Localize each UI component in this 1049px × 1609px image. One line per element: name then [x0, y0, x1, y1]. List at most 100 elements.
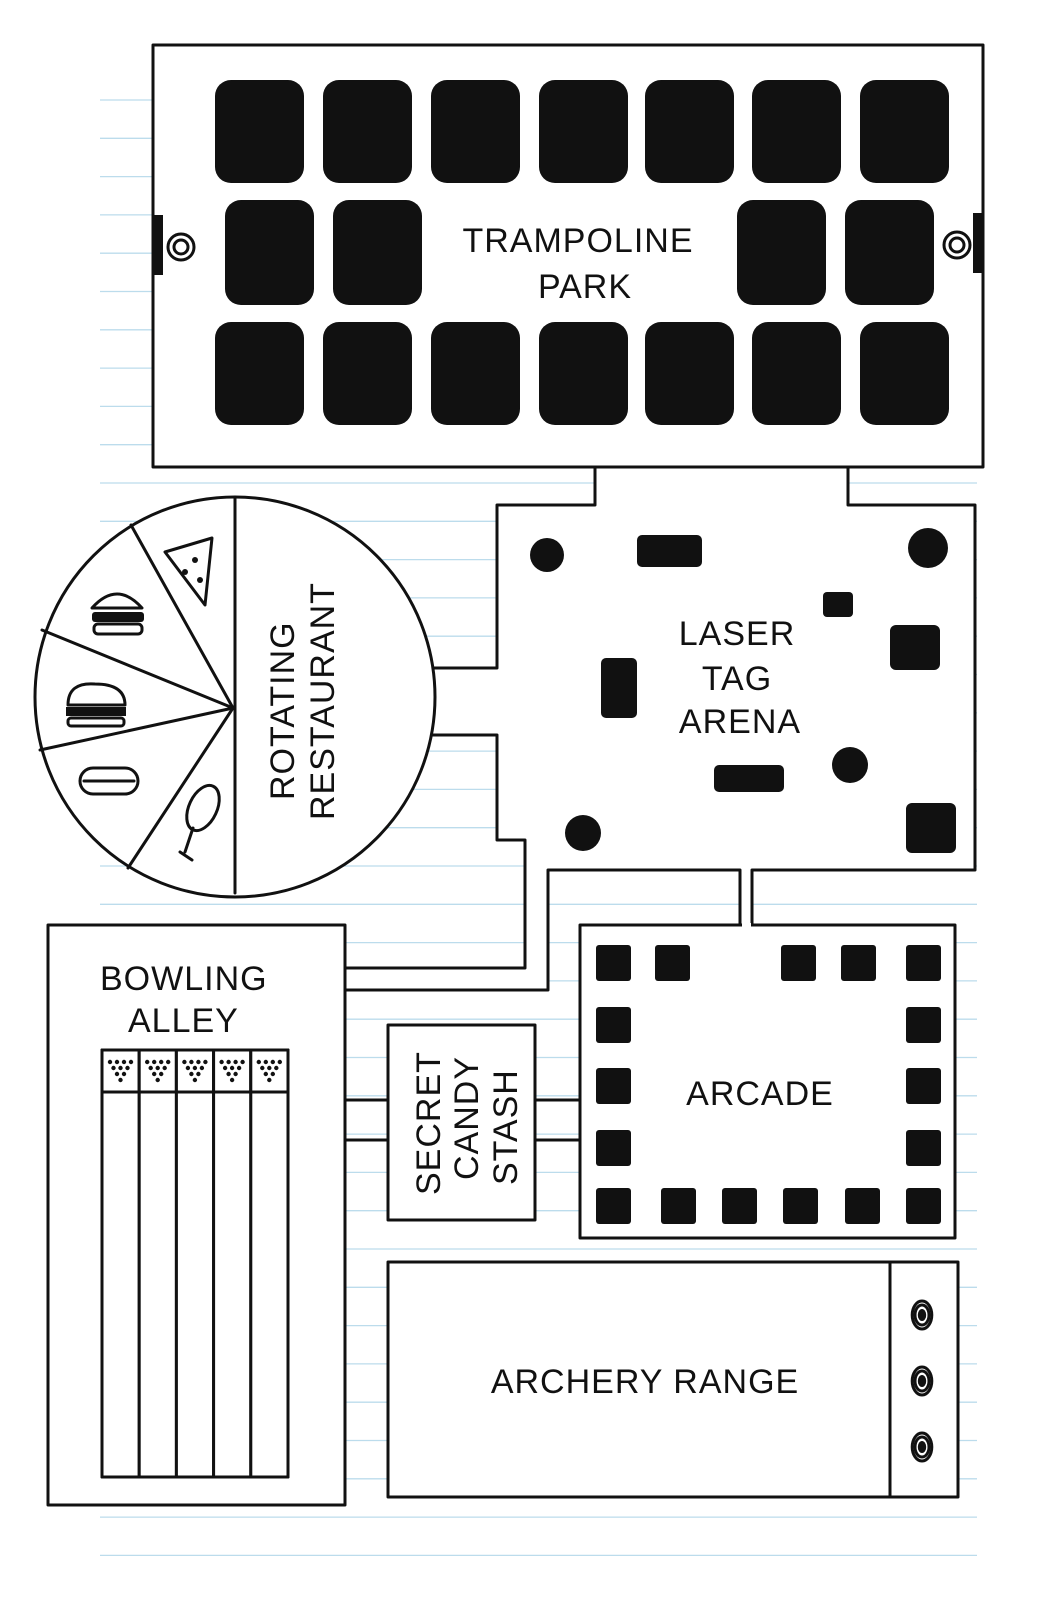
secret-candy-stash[interactable]: [386, 1023, 537, 1222]
arcade-machine: [596, 1130, 631, 1166]
arcade-machine: [655, 945, 690, 981]
trampoline-pad: [752, 322, 841, 425]
pin: [166, 1059, 171, 1065]
pin: [155, 1065, 160, 1071]
pin-deck: [212, 1048, 253, 1094]
pin: [121, 1071, 127, 1077]
arcade-machine: [596, 1188, 631, 1224]
sandwich-icon: [66, 682, 127, 728]
trampoline-pad: [737, 200, 826, 305]
arcade-machine: [596, 945, 631, 981]
arcade-machine: [596, 1007, 631, 1043]
trampoline-pad: [645, 322, 734, 425]
bowling-lane: [137, 1048, 178, 1479]
arcade-machine: [906, 945, 941, 981]
laser-tag-label-2: TAG: [702, 660, 772, 698]
pin: [229, 1077, 235, 1083]
laser-tag-label-3: ARENA: [679, 703, 801, 741]
drumstick-icon: [178, 783, 221, 862]
pin: [196, 1059, 201, 1065]
pin-deck: [174, 1048, 216, 1094]
pin: [111, 1065, 116, 1071]
pin: [189, 1059, 194, 1065]
pin: [107, 1059, 113, 1065]
trampoline-pad: [845, 200, 934, 305]
bowling-lane: [212, 1048, 253, 1479]
hallways: [343, 1098, 582, 1142]
door-left: [153, 215, 163, 275]
target-icon: [917, 1441, 927, 1453]
pin: [125, 1065, 130, 1071]
archery-label: ARCHERY RANGE: [491, 1363, 799, 1401]
pin: [199, 1065, 205, 1071]
pin: [270, 1071, 275, 1077]
burger-icon: [90, 592, 144, 636]
arcade[interactable]: [578, 923, 957, 1240]
trampoline-pads: [215, 80, 949, 425]
arcade-machine: [722, 1188, 757, 1224]
pin: [118, 1065, 123, 1071]
restaurant-label-2: RESTAURANT: [304, 582, 342, 820]
target-icon: [917, 1375, 927, 1387]
pin: [236, 1065, 242, 1071]
pin: [145, 1059, 150, 1065]
pin-deck: [100, 1048, 141, 1094]
pin: [277, 1059, 282, 1065]
trampoline-pad: [860, 80, 949, 183]
trampoline-pad: [225, 200, 314, 305]
trampoline-pad: [431, 80, 520, 183]
hot-dog-icon: [78, 766, 140, 796]
pin: [192, 1077, 198, 1083]
pin: [267, 1065, 272, 1071]
trampoline-pad: [323, 322, 412, 425]
trampoline-pad: [333, 200, 422, 305]
pin: [114, 1059, 120, 1065]
pin: [233, 1059, 238, 1065]
pin-deck: [137, 1048, 178, 1094]
pin: [114, 1071, 120, 1077]
pin: [189, 1071, 194, 1077]
bowling-label-1: BOWLING: [100, 960, 268, 998]
candy-label-1: SECRET: [410, 1051, 448, 1195]
trampoline-pad: [539, 322, 628, 425]
trampoline-pad: [539, 80, 628, 183]
arcade-machine: [841, 945, 876, 981]
archery-targets: [910, 1299, 934, 1463]
laser-tag-obstacles: [530, 528, 956, 853]
candy-label-2: CANDY: [448, 1056, 486, 1180]
arcade-machine: [906, 1068, 941, 1104]
pin: [222, 1065, 228, 1071]
pin: [226, 1059, 231, 1065]
trampoline-label-2: PARK: [538, 268, 632, 306]
pin: [263, 1071, 268, 1077]
pin: [219, 1059, 224, 1065]
pin: [192, 1065, 198, 1071]
pin: [196, 1071, 201, 1077]
pin: [159, 1071, 164, 1077]
bowling-lane: [249, 1048, 290, 1479]
pin: [148, 1065, 153, 1071]
pin: [155, 1077, 160, 1083]
pin: [240, 1059, 245, 1065]
arcade-machine: [783, 1188, 818, 1224]
pin: [267, 1077, 272, 1083]
trampoline-pad: [645, 80, 734, 183]
pin: [263, 1059, 268, 1065]
pin-deck: [249, 1048, 290, 1094]
trampoline-pad: [215, 322, 304, 425]
trampoline-pad: [431, 322, 520, 425]
restaurant-label-1: ROTATING: [264, 621, 302, 800]
candy-label-3: STASH: [487, 1069, 525, 1185]
restaurant-opening: [405, 670, 425, 733]
arcade-machine: [906, 1188, 941, 1224]
pin: [260, 1065, 265, 1071]
trampoline-pad: [860, 322, 949, 425]
knob-left-inner: [172, 238, 190, 256]
pin: [152, 1059, 157, 1065]
pin: [233, 1071, 238, 1077]
bowling-lanes: [100, 1048, 290, 1479]
pizza-icon: [163, 536, 214, 607]
archery-range[interactable]: [386, 1260, 960, 1499]
door-right: [973, 213, 983, 273]
bowling-lane: [100, 1048, 141, 1479]
